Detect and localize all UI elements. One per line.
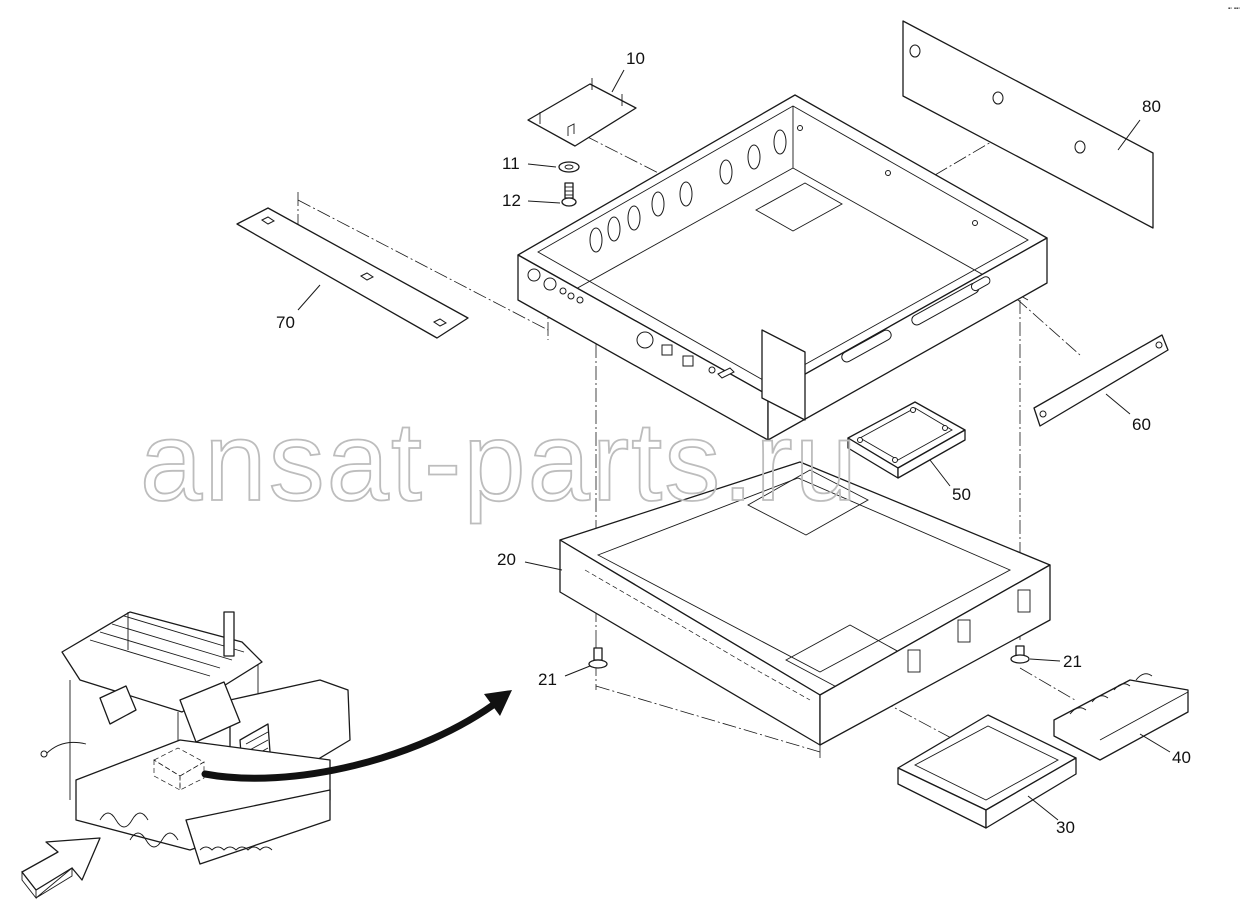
part-30-insert-tray[interactable] (897, 714, 1077, 829)
callout-70: 70 (276, 313, 295, 332)
callout-10: 10 (626, 49, 645, 68)
callout-20: 20 (497, 550, 516, 569)
callout-labels: 10 11 12 80 70 60 50 20 21 21 40 30 (276, 49, 1191, 837)
part-21-mount-right[interactable] (1010, 645, 1030, 664)
part-60-bracket-bar[interactable] (1033, 334, 1169, 427)
part-10-small-cover[interactable] (527, 78, 637, 147)
part-11-washer[interactable] (558, 161, 580, 173)
callout-21-left: 21 (538, 670, 557, 689)
callout-50: 50 (952, 485, 971, 504)
corner-mark: ▪▫ ▪▪▫ (1228, 6, 1240, 12)
location-arrow-icon (201, 690, 512, 782)
callout-40: 40 (1172, 748, 1191, 767)
callout-11: 11 (502, 154, 520, 173)
part-50-mounting-pad[interactable] (847, 401, 966, 479)
part-12-bolt[interactable] (561, 182, 577, 207)
callout-60: 60 (1132, 415, 1151, 434)
part-40-cable-holder[interactable] (1053, 673, 1189, 761)
callout-80: 80 (1142, 97, 1161, 116)
callout-21-right: 21 (1063, 652, 1082, 671)
leader-lines (297, 69, 1171, 821)
callout-12: 12 (502, 191, 521, 210)
part-80-cover-plate[interactable] (902, 20, 1154, 229)
callout-30: 30 (1056, 818, 1075, 837)
paver-machine-overview (40, 611, 351, 865)
view-direction-arrow-icon (21, 837, 101, 900)
control-box-frame (517, 94, 1048, 441)
part-20-base-tray[interactable] (559, 461, 1051, 746)
part-70-strip-plate[interactable] (236, 207, 469, 339)
watermark-text: ansat-parts.ru (140, 399, 859, 524)
part-21-mount-left[interactable] (588, 647, 608, 669)
